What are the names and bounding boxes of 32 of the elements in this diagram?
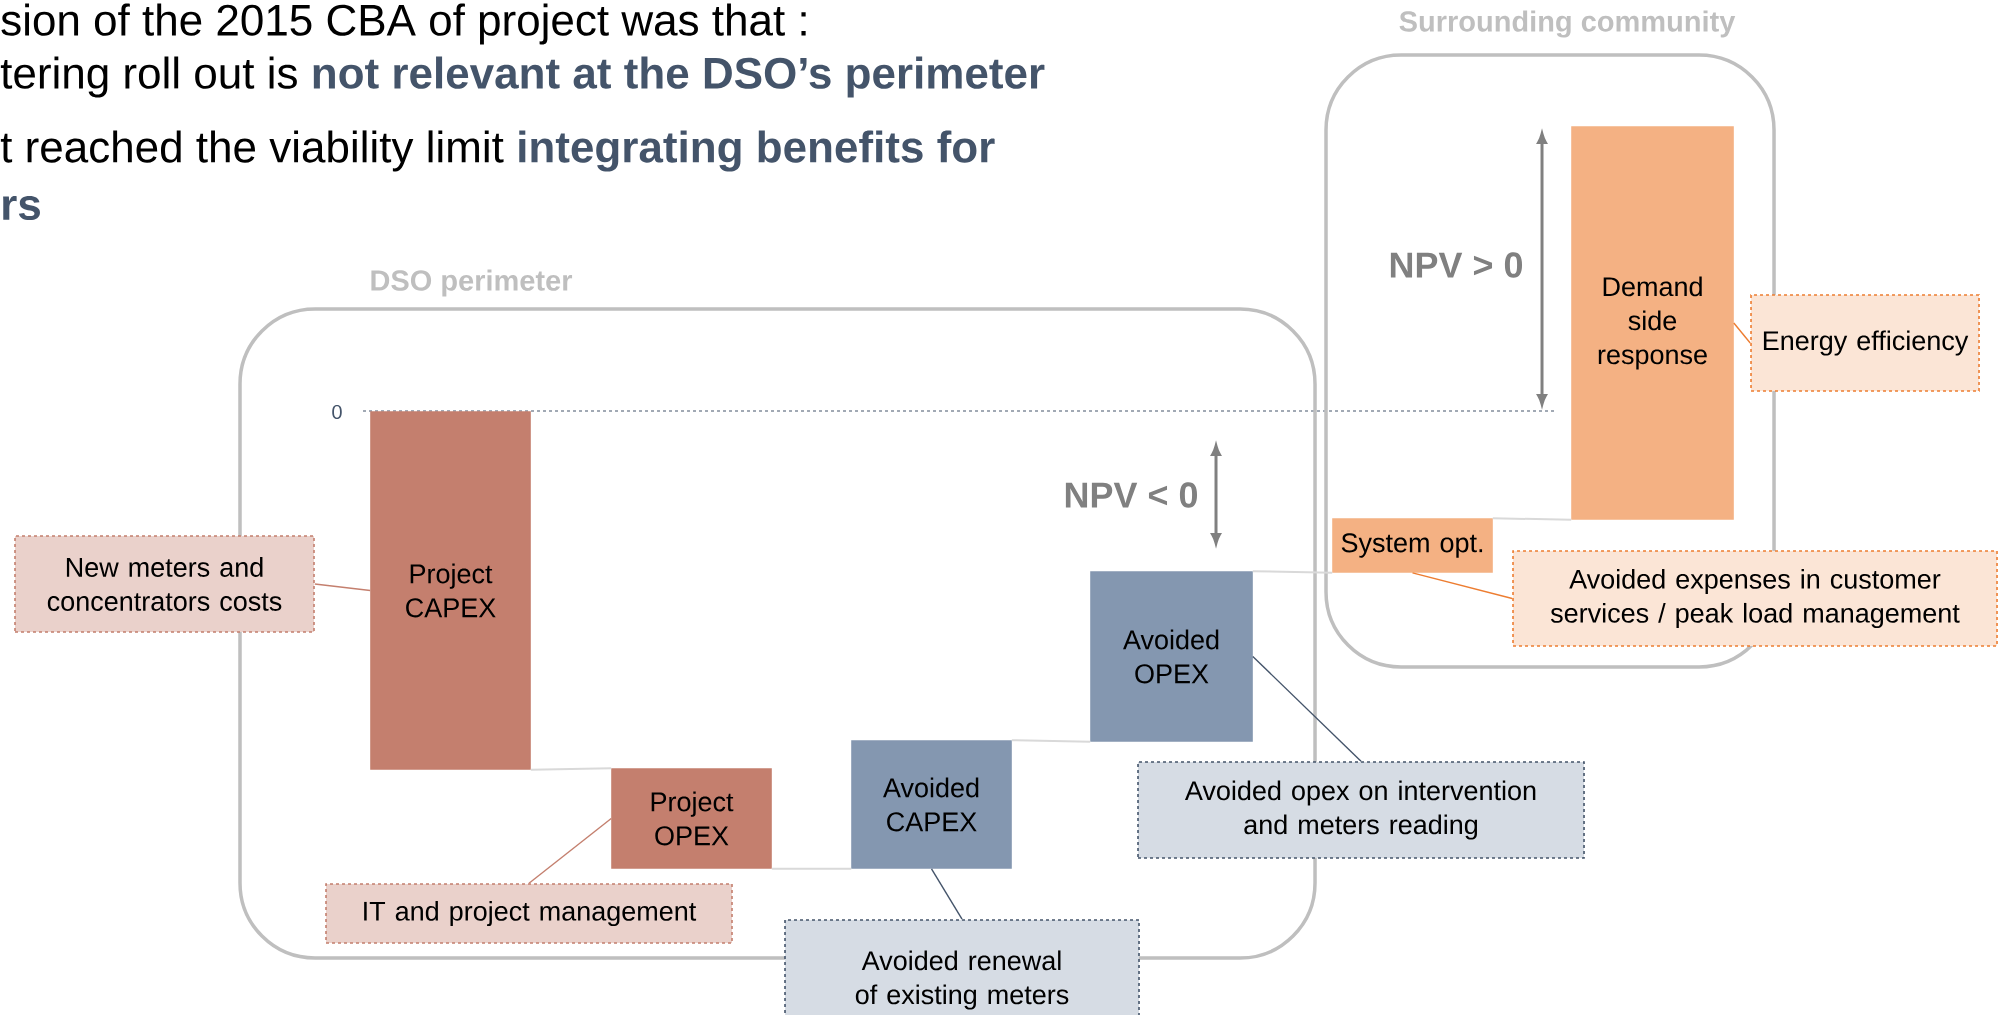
callout-box: Avoided opex on intervention and meters reading bbox=[1137, 761, 1585, 859]
body-text: rs bbox=[3, 195, 40, 221]
body-text: tering roll out is not relevant at the DSO’s perimeter bbox=[0, 56, 1045, 98]
waterfall-bar: Avoided CAPEX bbox=[851, 740, 1012, 869]
callout-box: IT and project management bbox=[325, 883, 733, 944]
node-label: Surrounding community bbox=[1399, 10, 1736, 38]
npv-label: NPV > 0 bbox=[1390, 252, 1523, 278]
connector-line bbox=[1251, 570, 1334, 574]
waterfall-bar: Avoided OPEX bbox=[1090, 571, 1253, 742]
leader-line bbox=[1252, 655, 1362, 762]
waterfall-bar: Project CAPEX bbox=[370, 411, 531, 770]
leader-line bbox=[1733, 322, 1751, 344]
connector-line bbox=[770, 867, 853, 870]
callout-box: Avoided renewal of existing meters bbox=[784, 919, 1140, 1015]
node-label: DSO perimeter bbox=[371, 269, 573, 297]
waterfall-bar: Demand side response bbox=[1571, 126, 1734, 520]
connector-line bbox=[1491, 517, 1573, 521]
callout-box: Energy efficiency bbox=[1750, 294, 1980, 392]
body-text: sion of the 2015 CBA of project was that : bbox=[1, 3, 806, 45]
waterfall-bar: System opt. bbox=[1332, 518, 1493, 573]
leader-line bbox=[1411, 572, 1513, 600]
npv-label: NPV < 0 bbox=[1065, 482, 1198, 508]
leader-line bbox=[930, 868, 963, 920]
leader-line bbox=[314, 583, 371, 592]
callout-box: New meters and concentrators costs bbox=[14, 535, 315, 633]
connector-line bbox=[1010, 739, 1092, 743]
waterfall-bar: Project OPEX bbox=[611, 768, 772, 869]
body-text: t reached the viability limit integrating benefits for bbox=[0, 130, 995, 172]
connector-line bbox=[529, 767, 613, 771]
callout-box: Avoided expenses in customer services / peak load management bbox=[1512, 550, 1998, 647]
leader-line bbox=[528, 817, 612, 884]
axis-value: 0 bbox=[332, 404, 342, 420]
